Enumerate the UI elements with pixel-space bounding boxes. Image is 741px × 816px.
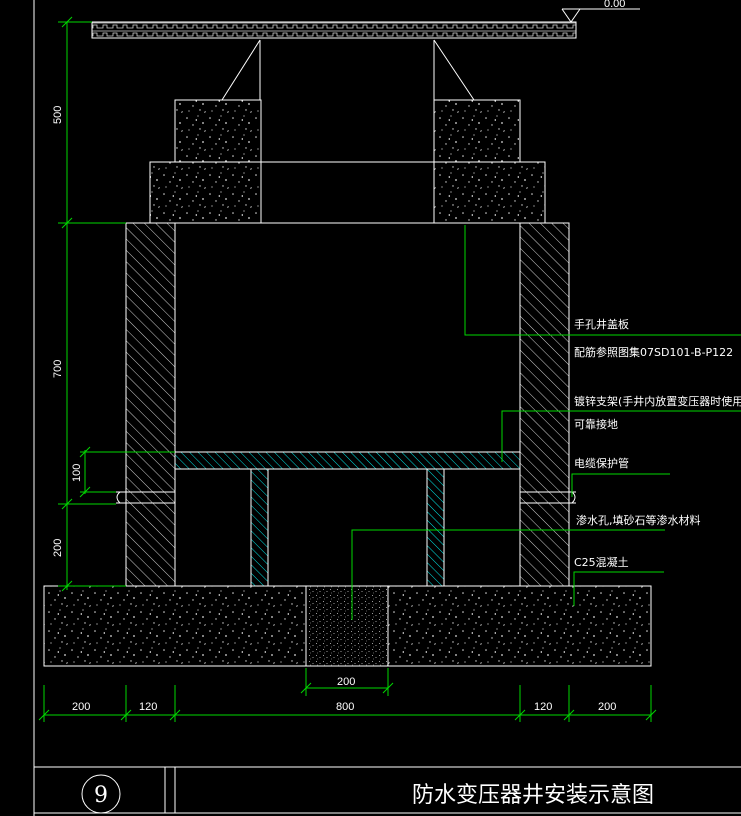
base-right <box>387 585 652 667</box>
dim-left-200: 200 <box>72 701 90 713</box>
wall-left <box>125 222 176 587</box>
leader-concrete <box>573 571 664 606</box>
paving-surface <box>91 21 577 39</box>
cover-block-lower-left <box>149 161 262 224</box>
cover-block-upper-right <box>433 99 521 163</box>
dim-200-vertical: 200 <box>52 539 64 557</box>
label-bracket: 镀锌支架(手井内放置变压器时使用) <box>574 394 741 408</box>
cover-block-upper-left <box>174 99 262 163</box>
label-concrete: C25混凝土 <box>574 555 629 569</box>
base-left <box>43 585 307 667</box>
detail-number: 9 <box>94 783 108 808</box>
lift-left <box>221 39 261 101</box>
elevation-marker: 0.00 <box>561 0 640 23</box>
elevation-value: 0.00 <box>604 0 625 10</box>
dim-500: 500 <box>52 106 64 124</box>
dim-left-120: 120 <box>139 701 157 713</box>
dim-right-120: 120 <box>534 701 552 713</box>
bracket-beam <box>174 451 521 470</box>
label-cover: 手孔井盖板 <box>574 317 629 331</box>
cover-block-lower-right <box>433 161 546 224</box>
conduit-left <box>116 491 175 504</box>
dim-center-800: 800 <box>336 701 354 713</box>
leader-bracket <box>501 410 741 462</box>
bracket-leg-right <box>426 468 445 587</box>
dim-right-200: 200 <box>598 701 616 713</box>
dim-700: 700 <box>52 360 64 378</box>
lift-right <box>433 39 475 101</box>
leader-cover <box>464 225 741 336</box>
label-ground: 可靠接地 <box>574 417 618 431</box>
drain-fill <box>305 585 389 667</box>
detail-number-circle <box>81 774 121 814</box>
leader-drain <box>351 529 665 620</box>
label-conduit: 电缆保护管 <box>574 456 629 470</box>
leader-conduit <box>571 473 670 497</box>
dim-drain-200: 200 <box>337 676 355 688</box>
label-cover-ref: 配筋参照图集07SD101-B-P122 <box>574 345 733 359</box>
vertical-dimensions <box>58 16 175 592</box>
dim-100: 100 <box>71 464 83 482</box>
label-drain: 渗水孔,填砂石等渗水材料 <box>576 513 701 527</box>
conduit-right <box>520 491 576 504</box>
drawing-title: 防水变压器井安装示意图 <box>412 783 654 808</box>
wall-right <box>519 222 570 587</box>
bracket-leg-left <box>250 468 269 587</box>
horizontal-dimensions <box>38 668 657 722</box>
